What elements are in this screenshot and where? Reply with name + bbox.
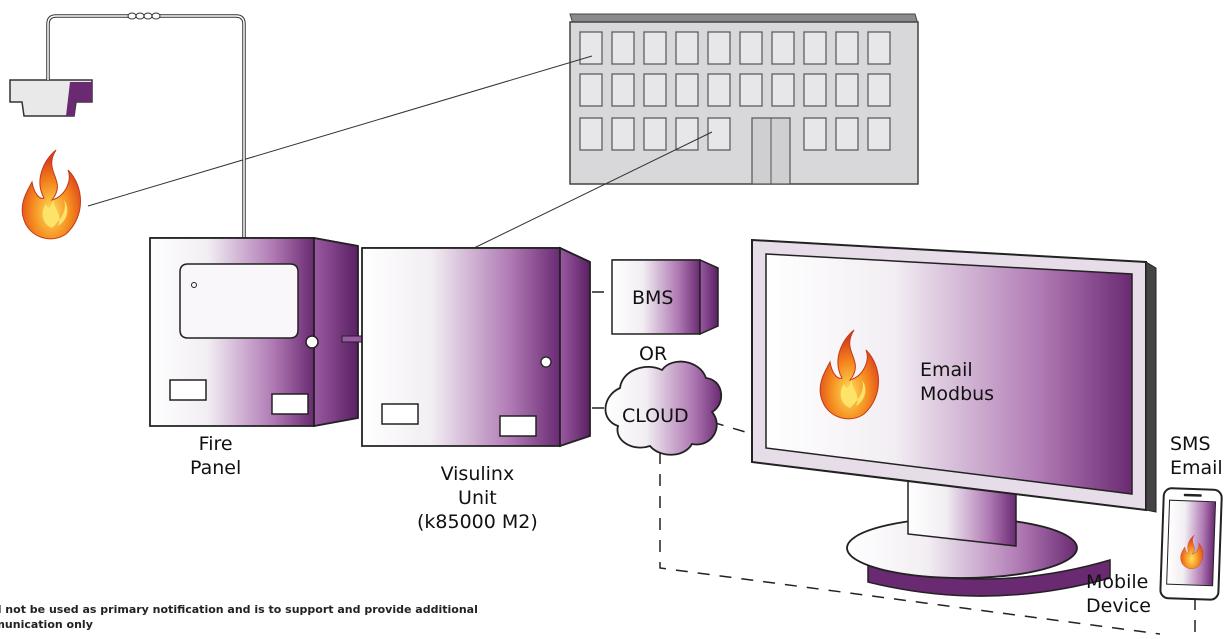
visulinx-unit-label: Visulinx Unit (k85000 M2) — [417, 462, 538, 534]
visulinx-unit-box — [361, 246, 591, 448]
monitor-label-line2: Modbus — [920, 383, 995, 405]
cloud-to-mobile-link — [659, 452, 1161, 635]
building-window — [643, 31, 667, 65]
fire-panel-label-line2: Panel — [190, 457, 242, 479]
or-label: OR — [639, 343, 667, 365]
building-window — [579, 73, 603, 107]
building-window — [739, 31, 763, 65]
building-window — [803, 73, 827, 107]
building-window — [803, 31, 827, 65]
smoke-detector — [9, 12, 246, 240]
monitor-flame-icon — [819, 329, 879, 420]
building-window — [675, 73, 699, 107]
building-window — [643, 73, 667, 107]
unit-to-building-line — [469, 131, 713, 251]
building-window — [771, 31, 795, 65]
building-window — [835, 117, 859, 151]
visulinx-unit-label-line2: Unit — [458, 487, 497, 509]
building-window — [867, 73, 891, 107]
monitor — [751, 238, 1157, 597]
fire-panel-box — [149, 236, 365, 428]
building-window — [611, 73, 635, 107]
building-window — [611, 31, 635, 65]
building-window — [579, 31, 603, 65]
bms-label: BMS — [632, 287, 674, 309]
mobile-phone — [1159, 487, 1223, 601]
building-window — [707, 117, 731, 151]
bms-box: BMS — [611, 258, 719, 336]
building-window — [707, 73, 731, 107]
building-window — [803, 117, 827, 151]
mobile-device-label-line1: Mobile — [1086, 571, 1149, 593]
building-window — [739, 73, 763, 107]
building-window — [867, 117, 891, 151]
mobile-device-label-line2: Device — [1086, 595, 1151, 617]
monitor-label: Email Modbus — [920, 358, 994, 406]
footnote-line2: mmunication only — [0, 618, 93, 631]
building — [569, 13, 919, 185]
building-window — [835, 73, 859, 107]
cloud-shape: CLOUD — [604, 360, 722, 456]
building-window — [675, 117, 699, 151]
flame-to-building-line — [87, 55, 593, 207]
footnote: uld not be used as primary notification … — [0, 602, 478, 632]
phone-flame-icon — [1180, 534, 1204, 569]
visulinx-unit-label-line3: (k85000 M2) — [417, 511, 538, 533]
sms-email-label: SMS Email — [1170, 432, 1223, 480]
cloud-label: CLOUD — [622, 405, 689, 427]
fire-panel-label: Fire Panel — [190, 432, 241, 480]
sms-email-label-line2: Email — [1170, 457, 1223, 479]
building-window — [707, 31, 731, 65]
building-window — [643, 117, 667, 151]
monitor-label-line1: Email — [920, 359, 973, 381]
fire-flame-icon — [21, 149, 81, 240]
sms-email-label-line1: SMS — [1170, 433, 1211, 455]
building-windows — [579, 31, 891, 151]
fire-panel-label-line1: Fire — [198, 433, 233, 455]
building-window — [771, 73, 795, 107]
building-window — [835, 31, 859, 65]
mobile-device-label: Mobile Device — [1086, 570, 1151, 618]
building-window — [675, 31, 699, 65]
footnote-line1: uld not be used as primary notification … — [0, 603, 478, 616]
cloud-to-monitor-link — [711, 421, 753, 435]
building-window — [579, 117, 603, 151]
building-window — [611, 117, 635, 151]
visulinx-unit-label-line1: Visulinx — [440, 463, 515, 485]
building-window — [867, 31, 891, 65]
